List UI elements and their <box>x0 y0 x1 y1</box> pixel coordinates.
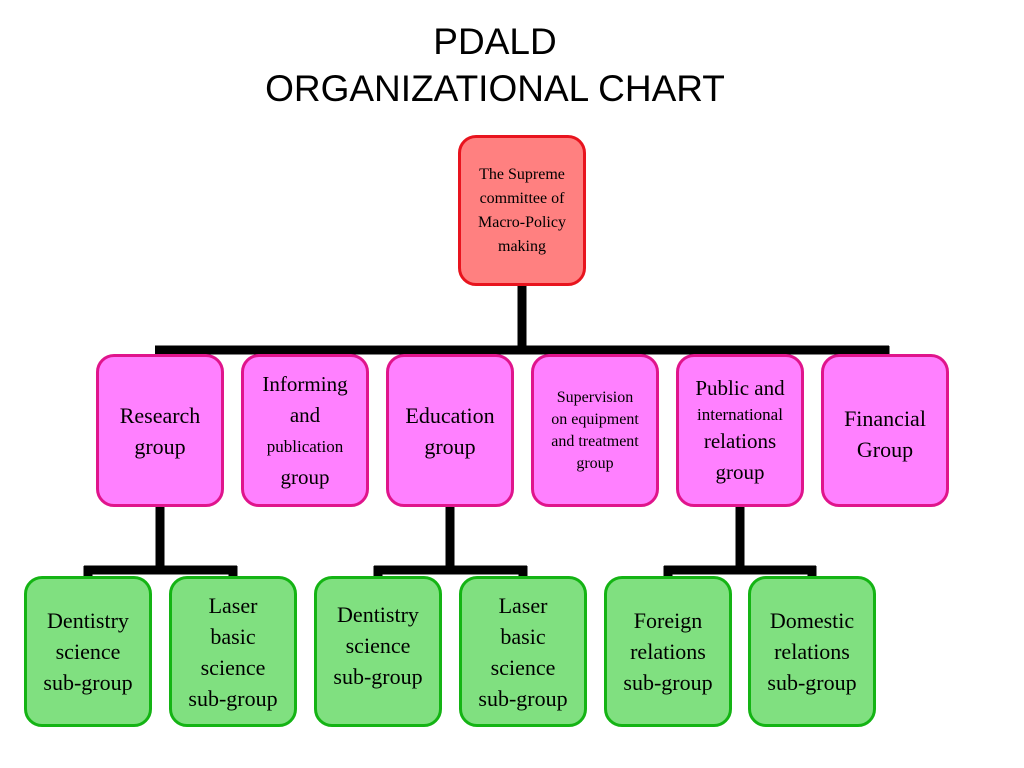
public-domestic-line2: relations <box>774 639 850 664</box>
supervision-group-line2: on equipment <box>551 410 639 428</box>
supervision-group-line4: group <box>576 454 614 472</box>
education-dentistry-line1: Dentistry <box>337 602 419 627</box>
supreme-committee-line1: The Supreme <box>479 165 565 183</box>
research-group-box: Research group <box>96 354 224 507</box>
public-group-line3: relations <box>703 429 777 453</box>
research-dentistry-line1: Dentistry <box>47 608 129 633</box>
informing-group-line3: publication <box>266 436 344 456</box>
education-dentistry-line2: science <box>345 633 411 658</box>
public-domestic-line1: Domestic <box>769 608 855 633</box>
supervision-group-box: Supervision on equipment and treatment g… <box>531 354 659 507</box>
public-group-line4: group <box>715 460 765 484</box>
chart-title-line2: ORGANIZATIONAL CHART <box>265 68 725 109</box>
research-laser-line1: Laser <box>208 592 258 618</box>
informing-group-line1: Informing <box>262 371 348 396</box>
research-laser-line3: science <box>200 654 266 680</box>
education-laser-line1: Laser <box>498 592 548 618</box>
research-laser-line4: sub-group <box>188 685 278 711</box>
supreme-committee-line4: making <box>498 237 546 255</box>
public-foreign-line1: Foreign <box>633 608 703 633</box>
public-group-line2: international <box>697 405 783 424</box>
education-group-line2: group <box>424 433 476 459</box>
supreme-committee-line2: committee of <box>479 189 565 207</box>
financial-group-line1: Financial <box>844 406 926 431</box>
supervision-group-line3: and treatment <box>551 432 639 450</box>
financial-group-line2: Group <box>856 437 914 462</box>
public-domestic-line3: sub-group <box>767 670 857 695</box>
financial-group-box: Financial Group <box>821 354 949 507</box>
education-group-line1: Education <box>405 402 495 428</box>
research-group-line2: group <box>134 433 186 459</box>
education-laser-line4: sub-group <box>478 685 568 711</box>
informing-group-line4: group <box>280 464 330 489</box>
public-group-box: Public and international relations group <box>676 354 804 507</box>
chart-title-line1: PDALD <box>433 21 557 62</box>
education-dentistry-subgroup-box: Dentistry science sub-group <box>314 576 442 727</box>
education-laser-subgroup-box: Laser basic science sub-group <box>459 576 587 727</box>
supreme-committee-box: The Supreme committee of Macro-Policy ma… <box>458 135 586 286</box>
education-group-box: Education group <box>386 354 514 507</box>
research-laser-line2: basic <box>210 623 256 649</box>
education-laser-line3: science <box>490 654 556 680</box>
education-dentistry-line3: sub-group <box>333 664 423 689</box>
research-dentistry-line3: sub-group <box>43 670 133 695</box>
public-foreign-subgroup-box: Foreign relations sub-group <box>604 576 732 727</box>
public-foreign-line3: sub-group <box>623 670 713 695</box>
supreme-committee-line3: Macro-Policy <box>478 213 566 231</box>
public-foreign-line2: relations <box>630 639 706 664</box>
education-laser-line2: basic <box>500 623 546 649</box>
research-dentistry-line2: science <box>55 639 121 664</box>
research-laser-subgroup-box: Laser basic science sub-group <box>169 576 297 727</box>
informing-group-line2: and <box>289 402 321 427</box>
research-group-line1: Research <box>119 402 201 428</box>
supervision-group-line1: Supervision <box>556 388 634 406</box>
informing-group-box: Informing and publication group <box>241 354 369 507</box>
public-group-line1: Public and <box>695 376 785 400</box>
research-dentistry-subgroup-box: Dentistry science sub-group <box>24 576 152 727</box>
public-domestic-subgroup-box: Domestic relations sub-group <box>748 576 876 727</box>
